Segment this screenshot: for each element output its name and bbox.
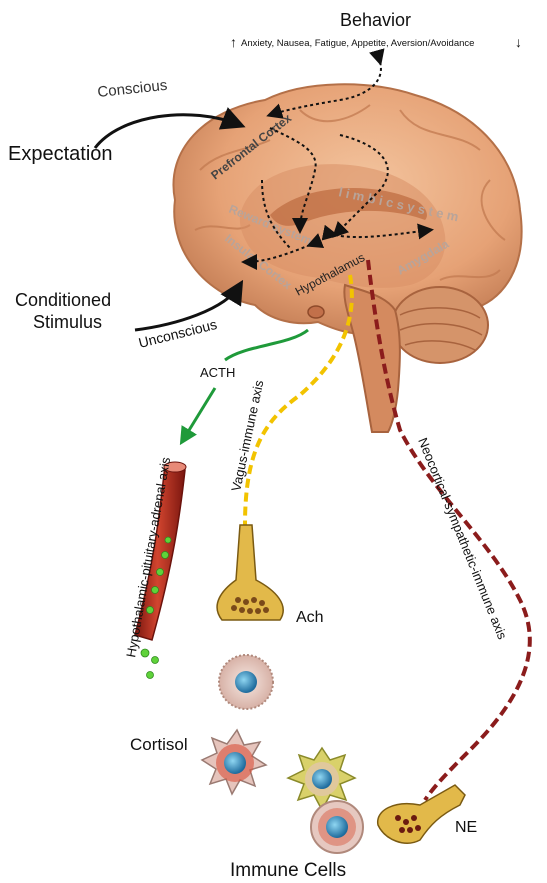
immune-cell-3-spiky — [202, 730, 266, 794]
cortisol-label: Cortisol — [130, 735, 188, 754]
vagus-axis-label: Vagus-immune axis — [228, 378, 266, 492]
behavior-list: Anxiety, Nausea, Fatigue, Appetite, Aver… — [241, 38, 474, 49]
behavior-down-arrow: ↓ — [515, 34, 522, 50]
immune-cells-label: Immune Cells — [230, 860, 346, 881]
cerebellum — [392, 287, 488, 363]
sympathetic-axis-label: Neocortical-sympathetic-immune axis — [415, 436, 510, 642]
pituitary — [308, 306, 324, 318]
conscious-label: Conscious — [97, 77, 168, 101]
acth-label: ACTH — [200, 365, 235, 380]
conditioned-label-line1: Conditioned — [15, 290, 111, 310]
ach-nerve-terminal — [217, 525, 283, 620]
hpa-upper-line — [225, 330, 308, 360]
immune-cell-4 — [311, 801, 363, 853]
conditioned-label-line2: Stimulus — [33, 312, 102, 332]
immune-cell-1 — [219, 655, 273, 709]
ach-label: Ach — [296, 609, 324, 626]
expectation-label: Expectation — [8, 143, 113, 165]
immune-cell-2-spiky — [288, 748, 355, 810]
acth-arrow — [183, 388, 215, 440]
behavior-up-arrow: ↑ — [230, 34, 237, 50]
ne-nerve-terminal — [378, 785, 465, 843]
behavior-title: Behavior — [340, 10, 411, 30]
ne-label: NE — [455, 819, 477, 836]
